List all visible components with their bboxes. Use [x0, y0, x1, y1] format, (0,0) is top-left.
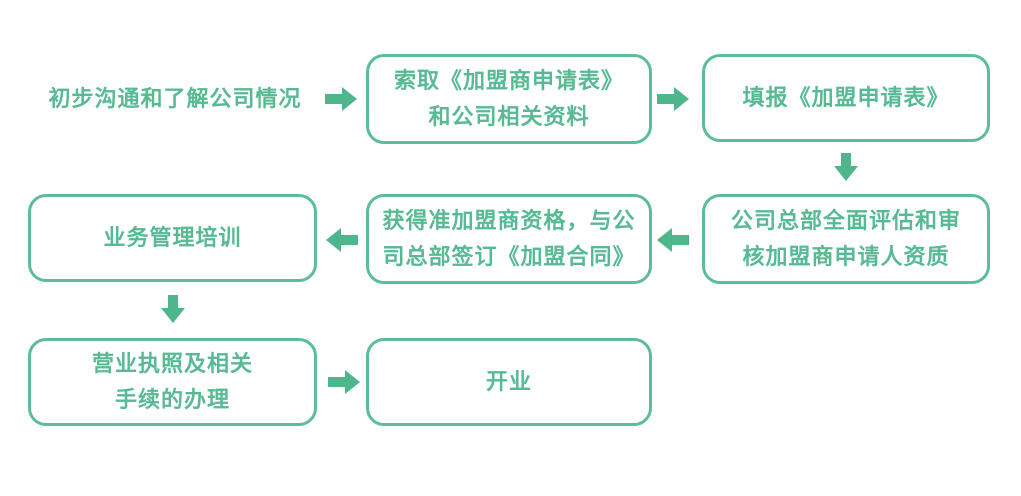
- flow-step-label: 开业: [485, 369, 532, 394]
- flow-step-label-line2: 司总部签订《加盟合同》: [382, 244, 636, 269]
- flow-step-fill-application-form: 填报《加盟申请表》: [702, 54, 990, 142]
- flow-step-label-line1: 公司总部全面评估和审: [730, 208, 961, 233]
- arrow-right-icon: [328, 370, 360, 394]
- flow-step-label: 业务管理培训: [103, 225, 242, 250]
- arrow-down-icon: [161, 295, 185, 323]
- flow-step-label: 填报《加盟申请表》: [742, 85, 950, 110]
- flow-step-request-application-form: 索取《加盟商申请表》 和公司相关资料: [366, 54, 652, 144]
- flow-step-label-line2: 手续的办理: [114, 387, 230, 412]
- flow-step-hq-evaluation: 公司总部全面评估和审 核加盟商申请人资质: [702, 194, 990, 284]
- flow-step-label-line1: 索取《加盟商申请表》: [393, 68, 624, 93]
- flow-step-business-license: 营业执照及相关 手续的办理: [28, 338, 317, 426]
- arrow-left-icon: [326, 228, 358, 252]
- arrow-right-icon: [325, 87, 357, 111]
- arrow-down-icon: [834, 153, 858, 181]
- flow-step-initial-communication: 初步沟通和了解公司情况: [30, 54, 320, 144]
- flow-step-label: 初步沟通和了解公司情况: [48, 86, 302, 111]
- arrow-left-icon: [657, 228, 689, 252]
- arrow-right-icon: [657, 87, 689, 111]
- flow-step-opening: 开业: [366, 338, 652, 426]
- flow-step-label-line2: 和公司相关资料: [428, 104, 590, 129]
- flow-step-sign-franchise-contract: 获得准加盟商资格，与公 司总部签订《加盟合同》: [366, 194, 652, 284]
- flow-step-label-line2: 核加盟商申请人资质: [742, 244, 950, 269]
- flow-step-label-line1: 营业执照及相关: [91, 351, 253, 376]
- flow-step-label-line1: 获得准加盟商资格，与公: [382, 208, 636, 233]
- flow-step-business-training: 业务管理培训: [28, 194, 317, 282]
